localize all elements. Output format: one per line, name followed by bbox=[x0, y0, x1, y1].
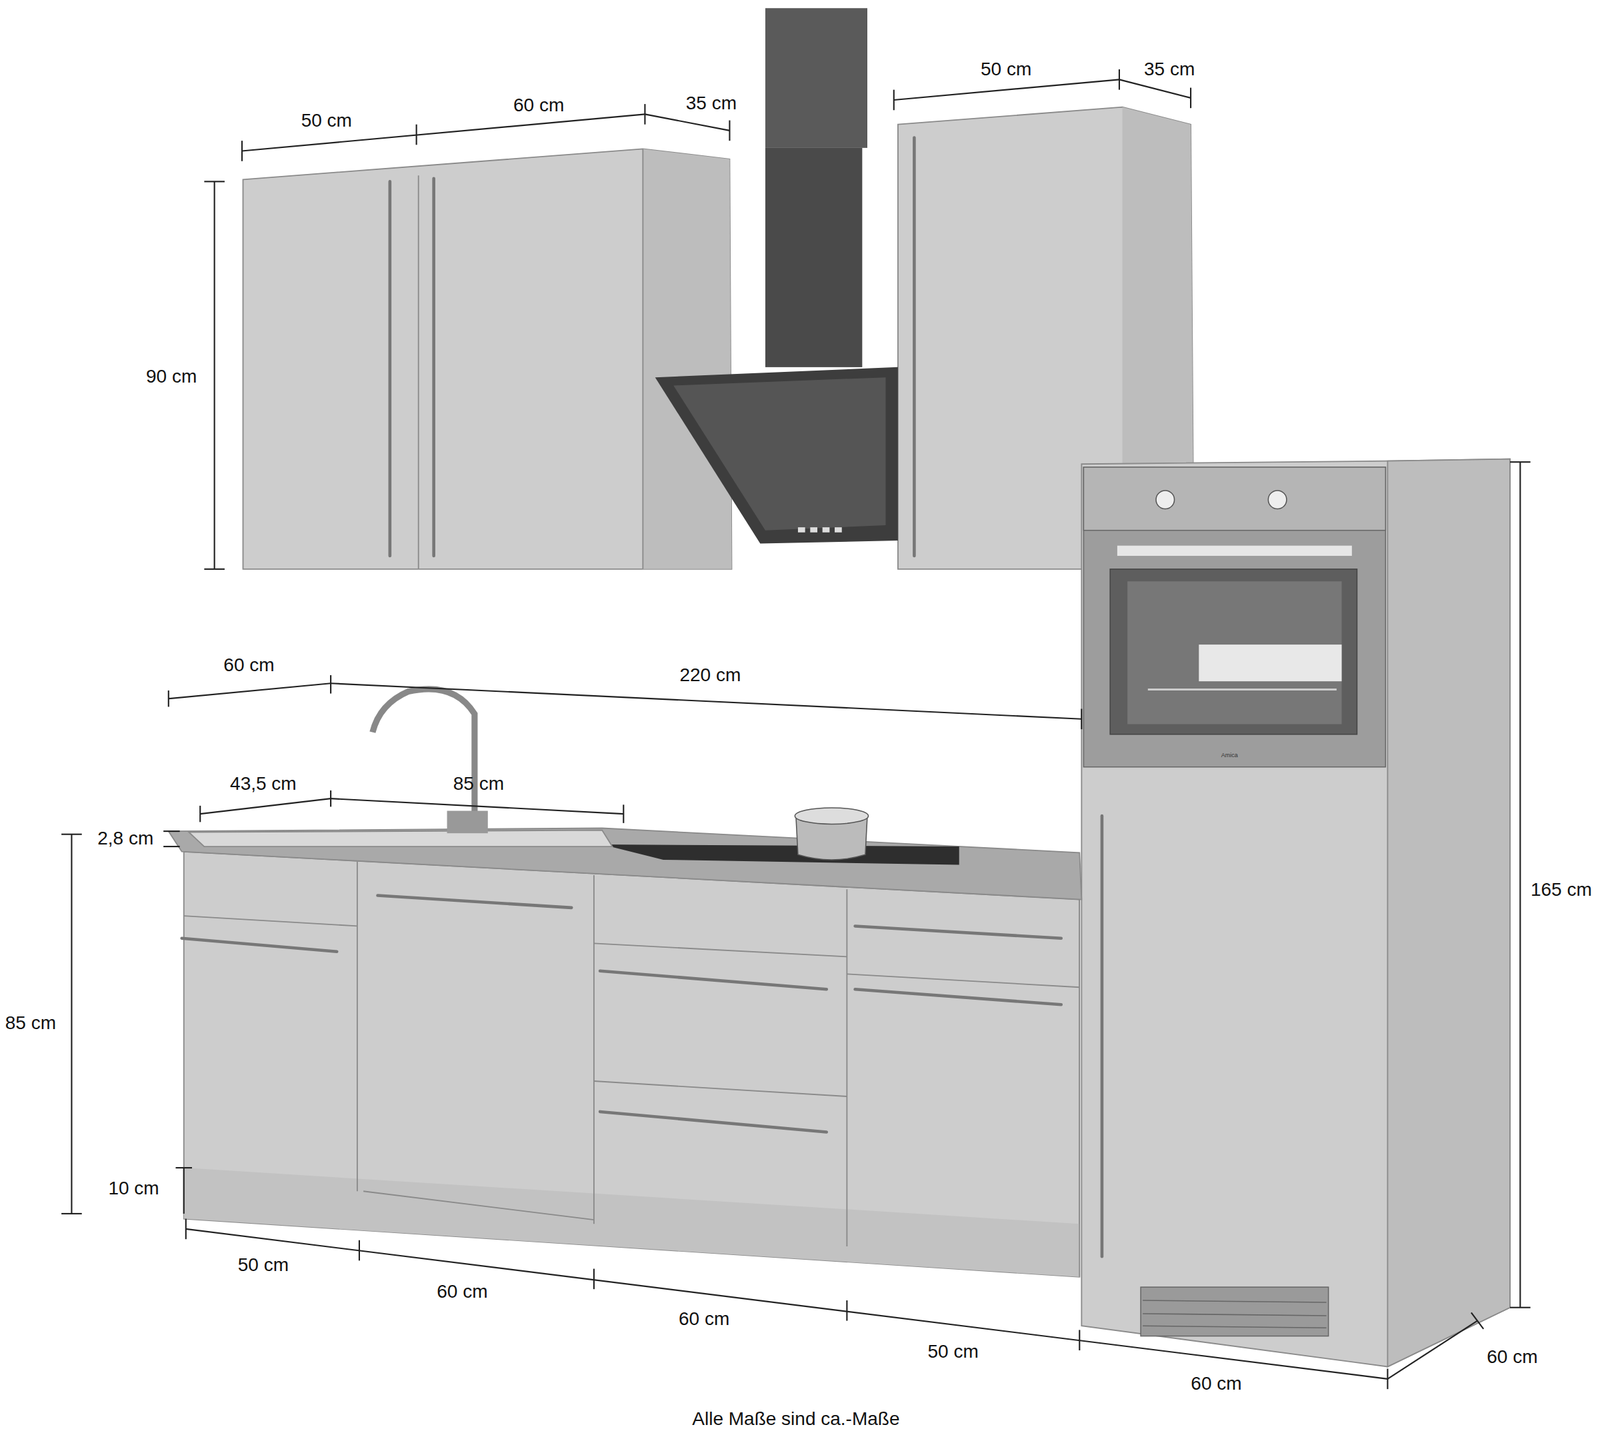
dimension-label: 50 cm bbox=[980, 59, 1032, 80]
dimension-label: 35 cm bbox=[1144, 59, 1195, 80]
dimension-label: 165 cm bbox=[1530, 879, 1592, 900]
dimension-label: 50 cm bbox=[927, 1342, 978, 1363]
dimension-label: 2,8 cm bbox=[97, 828, 154, 850]
dimension-label: 35 cm bbox=[686, 92, 737, 114]
dimension-label: 85 cm bbox=[5, 1013, 56, 1034]
dimension-label: 60 cm bbox=[678, 1309, 730, 1330]
dimension-label: 60 cm bbox=[1486, 1346, 1538, 1368]
dimension-label: 60 cm bbox=[1190, 1373, 1242, 1394]
brand-label: Amica bbox=[1221, 752, 1238, 760]
dimension-label: 43,5 cm bbox=[230, 773, 297, 794]
dimension-label: 60 cm bbox=[436, 1281, 488, 1302]
dimension-label: 90 cm bbox=[146, 366, 197, 387]
dimension-label: 85 cm bbox=[453, 773, 504, 794]
dimension-label: 60 cm bbox=[223, 655, 274, 676]
dimension-label: 50 cm bbox=[238, 1255, 289, 1276]
dimension-label: 220 cm bbox=[679, 665, 741, 686]
dimension-label: 10 cm bbox=[108, 1178, 159, 1200]
caption: Alle Maße sind ca.-Maße bbox=[692, 1409, 900, 1430]
dimension-label: 50 cm bbox=[301, 110, 352, 131]
dimension-label: 60 cm bbox=[513, 94, 564, 116]
